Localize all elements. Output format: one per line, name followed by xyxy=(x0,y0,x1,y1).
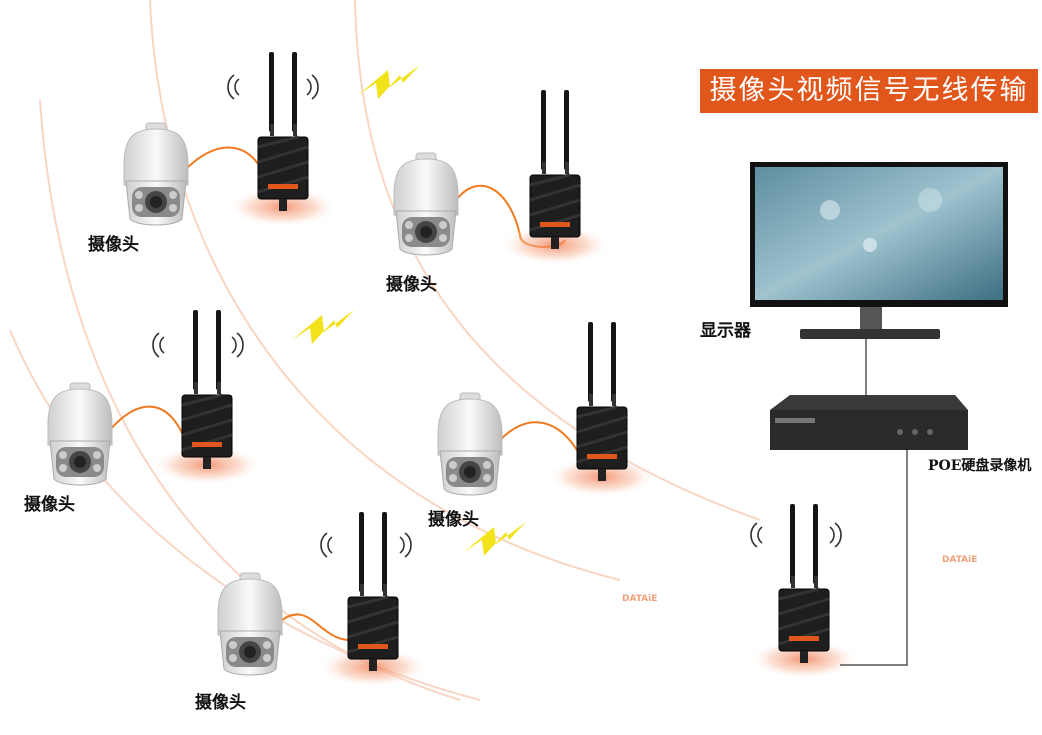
wireless-bridge-4 xyxy=(545,320,659,499)
wireless-bridge-1 xyxy=(226,50,340,229)
monitor-label: 显示器 xyxy=(700,321,751,341)
camera-label: 摄像头 xyxy=(88,235,139,255)
wireless-bridge-3 xyxy=(150,308,264,487)
camera-cables xyxy=(109,146,581,641)
page-title: 摄像头视频信号无线传输 xyxy=(700,69,1038,113)
lightning-icon xyxy=(358,65,420,99)
wifi-waves-icon xyxy=(750,522,842,548)
lightning-icon xyxy=(292,310,354,344)
wireless-bridge-receiver xyxy=(747,502,861,681)
camera-label: 摄像头 xyxy=(24,495,75,515)
camera-label: 摄像头 xyxy=(195,693,246,713)
camera-label: 摄像头 xyxy=(386,275,437,295)
wireless-bridge-2 xyxy=(498,88,612,267)
wireless-bridge-5 xyxy=(316,510,430,689)
monitor-icon xyxy=(750,162,1008,339)
camera-icon xyxy=(217,572,283,676)
camera-icon xyxy=(437,392,503,496)
network-cables xyxy=(840,339,908,666)
watermark: DATAiE xyxy=(622,594,658,604)
camera-icon xyxy=(123,122,189,226)
nvr-label: POE硬盘录像机 xyxy=(928,458,1032,474)
watermark: DATAiE xyxy=(942,555,978,565)
camera-icon xyxy=(47,382,113,486)
wifi-waves-icon xyxy=(320,532,412,558)
camera-icon xyxy=(393,152,459,256)
nvr-icon xyxy=(770,395,968,450)
camera-label: 摄像头 xyxy=(428,510,479,530)
